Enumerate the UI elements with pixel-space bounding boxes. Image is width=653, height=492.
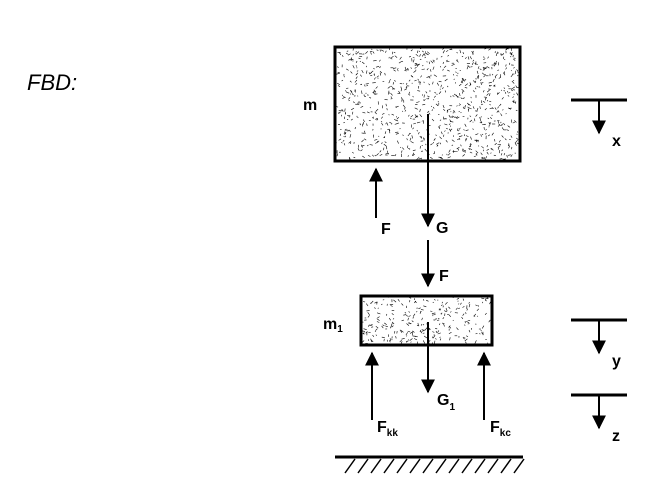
mass-top-label: m: [303, 97, 317, 114]
mass-block-top-texture: [336, 48, 519, 160]
ground-hatching: [344, 458, 525, 474]
diagram-title: FBD:: [27, 70, 77, 95]
force-fkc-label: Fkc: [490, 419, 511, 439]
coordinate-y-symbol: [571, 318, 627, 355]
axis-y-label: y: [612, 353, 621, 370]
mass-bottom-label: m1: [323, 316, 343, 335]
coordinate-x-symbol: [571, 98, 627, 135]
force-g-label: G: [436, 220, 448, 237]
force-f-up-label: F: [381, 221, 391, 238]
force-f-down-label: F: [439, 268, 449, 285]
ground-support: [335, 455, 525, 474]
mass-block-bottom-texture: [362, 297, 491, 344]
axis-x-label: x: [612, 133, 621, 150]
mass-block-bottom: [359, 294, 494, 347]
force-g1-label: G1: [437, 392, 455, 413]
force-fkk-label: Fkk: [377, 419, 398, 439]
coordinate-z-symbol: [571, 393, 627, 430]
axis-z-label: z: [612, 428, 620, 445]
